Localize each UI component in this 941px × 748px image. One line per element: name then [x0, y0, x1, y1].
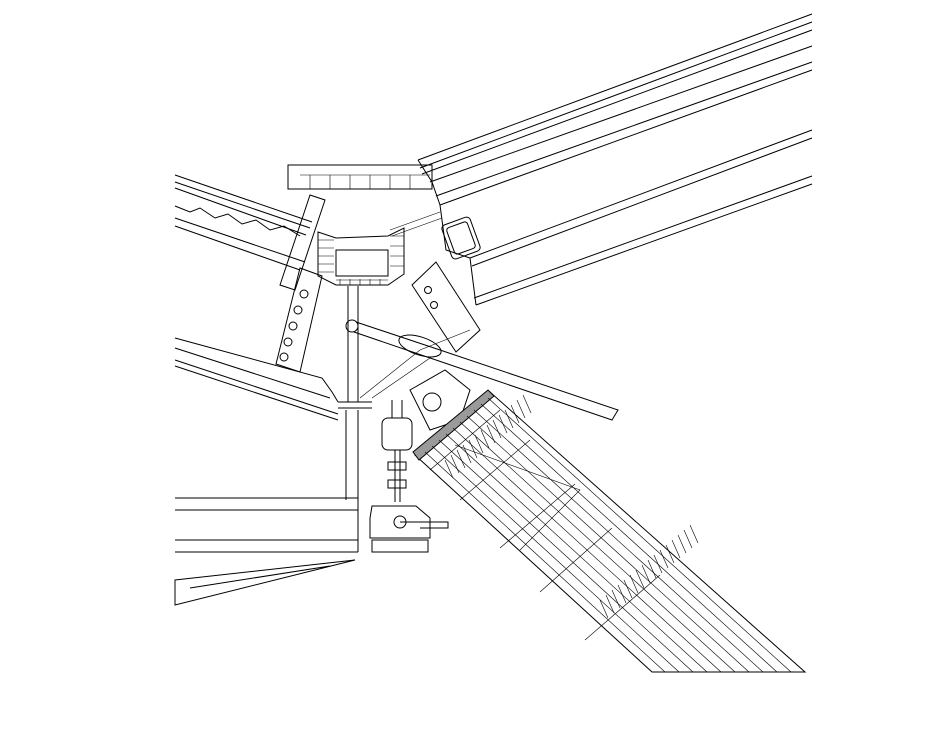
wood-grain-hatch [480, 429, 490, 449]
wood-grain-hatch [474, 434, 484, 454]
wood-grain-line [452, 427, 722, 673]
wood-grain-hatch [456, 449, 466, 469]
wood-grain-hatch [677, 534, 687, 554]
wood-grain-line [424, 451, 666, 673]
bolt-plate-left [275, 267, 323, 373]
gutter [317, 211, 443, 286]
wood-grain-line [466, 415, 750, 673]
lower-left-beam [174, 337, 359, 606]
wood-grain-line [431, 445, 680, 673]
wood-grain-hatch [641, 564, 651, 584]
wood-grain-line [480, 403, 778, 673]
wood-grain-hatch [635, 569, 645, 589]
pin-connector [409, 369, 471, 431]
wood-grain-line [459, 421, 736, 673]
wood-grain-hatch [504, 409, 514, 429]
steel-tube [441, 216, 481, 260]
wood-grain-hatch [689, 524, 699, 544]
wood-grain-line [438, 439, 694, 673]
upper-right-roof-panel [417, 13, 813, 306]
left-roof-panel [174, 174, 326, 291]
wood-grain-hatch [683, 529, 693, 549]
wood-grain-hatch [605, 594, 615, 614]
bolt-plate-right [411, 261, 481, 353]
wood-grain-hatch [611, 589, 621, 609]
wood-grain-hatch [659, 549, 669, 569]
top-cap-box [287, 164, 433, 190]
wood-grain-hatch [462, 444, 472, 464]
wood-grain-hatch [617, 584, 627, 604]
wood-grain-hatch [450, 454, 460, 474]
wood-grain-hatch [510, 404, 520, 424]
wood-grain-hatch [665, 544, 675, 564]
wood-grain-hatch [599, 599, 609, 619]
timber-beam [412, 389, 807, 673]
wood-grain-hatch [444, 459, 454, 479]
hanger-assembly [369, 400, 449, 553]
wood-grain-hatch [468, 439, 478, 459]
wood-grain-hatch [522, 394, 532, 414]
wood-grain-line [445, 433, 708, 673]
wood-grain-hatch [623, 579, 633, 599]
wood-grain-line [473, 409, 764, 673]
wood-grain-hatch [671, 539, 681, 559]
wood-grain-hatch [516, 399, 526, 419]
steel-column [338, 286, 619, 421]
wood-grain-line [487, 397, 792, 673]
wood-grain-hatch [647, 559, 657, 579]
wood-grain-hatch [492, 419, 502, 439]
